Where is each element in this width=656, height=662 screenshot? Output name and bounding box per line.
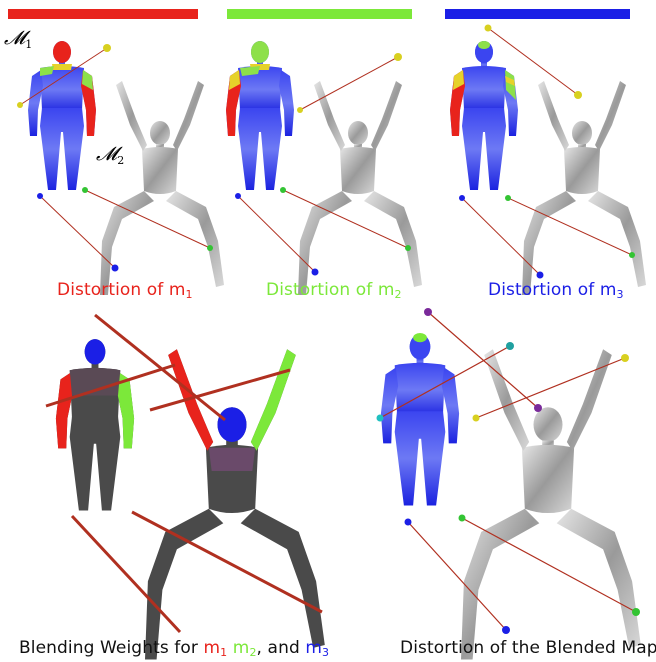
statue-m2-panel1 (100, 81, 224, 295)
blue-bar (445, 9, 630, 19)
human-blend (56, 339, 134, 510)
statue-blend (145, 349, 325, 659)
caption-blended-map: Distortion of the Blended Map (400, 638, 656, 658)
red-bar (8, 9, 198, 19)
statue-m2-panel2 (298, 81, 422, 295)
human-m1-panel2 (226, 41, 294, 190)
panel-blended-map (377, 308, 641, 660)
panel-blending (46, 315, 325, 660)
label-m1: 𝓜1 (4, 27, 32, 51)
caption-m1: Distortion of m1 (57, 280, 193, 301)
label-m2: 𝓜2 (96, 143, 124, 167)
statue-blended (461, 349, 641, 659)
caption-m3-blue: m3 (305, 638, 329, 658)
panel-m2 (226, 41, 422, 295)
caption-m1-red: m1 (203, 638, 227, 658)
statue-m2-panel3 (522, 81, 646, 295)
caption-m3: Distortion of m3 (488, 280, 624, 301)
green-bar (227, 9, 412, 19)
human-m1-panel3 (450, 41, 518, 190)
caption-m2-green: m2 (233, 638, 257, 658)
panel-m1 (17, 41, 224, 295)
caption-m2: Distortion of m2 (266, 280, 402, 301)
human-blended (381, 333, 459, 506)
panel-m3 (450, 25, 646, 296)
human-m1-panel1 (28, 41, 96, 190)
caption-blending-weights: Blending Weights for m1 m2, and m3 (19, 638, 329, 659)
